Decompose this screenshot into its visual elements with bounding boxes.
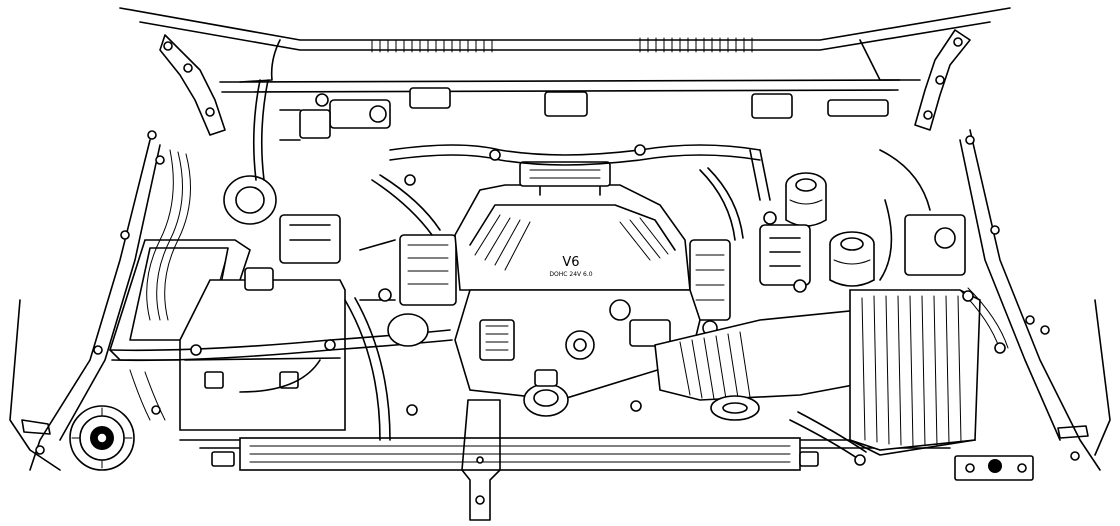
engine-front: [454, 289, 701, 401]
air-cleaner-box: [849, 289, 981, 456]
fenders: [9, 129, 1111, 471]
wiper-motor: [279, 93, 391, 141]
abs-module: [879, 149, 1009, 354]
brake-master-cylinder: [749, 149, 811, 293]
engine-subtitle: DOHC 24V 6.0: [549, 271, 592, 278]
cowl-panel: [219, 79, 901, 119]
radiator-connector: [211, 451, 819, 467]
open-hood: [119, 7, 1011, 83]
brake-booster-assembly: [223, 79, 341, 291]
lower-hoses: [630, 400, 867, 466]
fender-hooks: [21, 419, 1089, 461]
washer-reservoir-cap: [69, 405, 135, 471]
battery-cables: [344, 297, 418, 441]
engine-badge: V6: [562, 255, 579, 270]
left-hood-hinge: [159, 34, 226, 136]
power-steering-reservoir: [785, 172, 827, 227]
hood-vents: [371, 37, 753, 53]
bumper-bracket: [954, 455, 1034, 481]
radiator-support: [179, 437, 961, 471]
radiator-cap: [523, 369, 569, 417]
engine-intake-plenum: [454, 161, 691, 291]
right-hood-hinge: [914, 29, 971, 131]
hood-latch: [461, 399, 501, 521]
fuel-rails: [371, 144, 761, 241]
left-bank-components: [359, 234, 457, 347]
coolant-reservoir: [829, 231, 875, 287]
